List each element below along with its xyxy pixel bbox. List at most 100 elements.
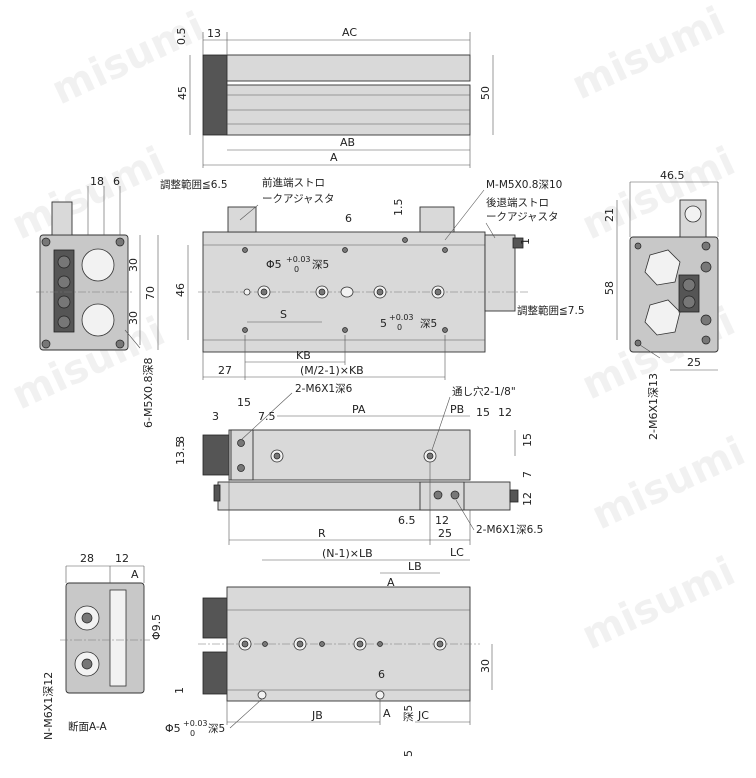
dim-A-bottom: A: [383, 707, 391, 720]
dim-A-section: A: [131, 568, 139, 581]
dim-6-bottom: 6: [378, 668, 385, 681]
label-adjust-range-left: 調整範囲≦6.5: [160, 178, 228, 191]
dim-21: 21: [603, 208, 616, 222]
right-end-body: [629, 236, 719, 353]
dim-AC: AC: [342, 26, 357, 39]
dim-5-depth: 深5: [420, 318, 437, 330]
phi5-bottom-tol-top: +0.03: [183, 719, 208, 728]
rear-adjuster: [484, 234, 516, 312]
dim-27: 27: [218, 364, 232, 377]
top-view-end-plate: [202, 54, 228, 136]
watermark: misumi: [575, 548, 742, 659]
label-rear-stroke-1: 後退端ストロ: [486, 196, 549, 209]
label-2-m6-6-5: 2-M6X1深6.5: [476, 524, 543, 536]
dim-12-section: 12: [115, 552, 129, 565]
watermark: misumi: [5, 138, 172, 249]
dim-6-main: 6: [345, 212, 352, 225]
dim-12-side-c: 12: [435, 514, 449, 527]
right-end-view: 46.5 21 58 25 2-M6X1深13: [603, 169, 719, 440]
phi5-bottom-depth: 深5: [208, 723, 225, 735]
dim-3: 3: [212, 410, 219, 423]
dim-KB: KB: [296, 349, 311, 362]
dim-LC: LC: [450, 546, 464, 559]
dim-A: A: [330, 151, 338, 164]
label-n-m6: N-M6X1深12: [42, 672, 55, 740]
dim-30-upper: 30: [127, 258, 140, 272]
dim-5-bottom: 5: [402, 750, 415, 757]
phi5-tol-top: +0.03: [286, 255, 311, 264]
dim-PB: PB: [450, 403, 464, 416]
dim-R: R: [318, 527, 326, 540]
dim-M-KB: (M/2-1)×KB: [300, 364, 364, 377]
bottom-view: (N-1)×LB LC LB A 30 6 1 Φ5 +0.03 0 深5 JB…: [165, 546, 493, 757]
label-m-m5: M-M5X0.8深10: [486, 179, 562, 191]
dim-6-5: 6.5: [398, 514, 416, 527]
dim-S: S: [280, 308, 287, 321]
dim-LB: LB: [408, 560, 422, 573]
dim-15-side-c: 15: [521, 433, 534, 447]
dim-25-right: 25: [687, 356, 701, 369]
phi5-bottom: Φ5: [165, 722, 181, 735]
dim-JC: JC: [417, 709, 429, 722]
dim-30-lower: 30: [127, 311, 140, 325]
dim-5-tol-top: +0.03: [389, 313, 414, 322]
label-front-stroke-1: 前進端ストロ: [262, 176, 325, 189]
dim-15-side-b: 15: [476, 406, 490, 419]
dim-46: 46: [174, 283, 187, 297]
watermark: misumi: [585, 428, 752, 539]
rear-adjuster-body: [419, 206, 455, 233]
dim-15-side: 15: [237, 396, 251, 409]
dim-6: 6: [113, 175, 120, 188]
dim-1-bottom: 1: [173, 687, 186, 694]
left-end-port-block: [53, 249, 75, 333]
dim-0-5: 0.5: [175, 28, 188, 46]
dim-7: 7: [521, 471, 534, 478]
top-view: 13 AC 0.5 45 50 AB A: [175, 26, 494, 168]
label-rear-stroke-2: ークアジャスタ: [486, 211, 559, 223]
side-end-plate: [202, 434, 230, 476]
dim-5-bottom-depth: 深5: [403, 705, 415, 722]
dim-PA: PA: [352, 403, 366, 416]
dim-AB: AB: [340, 136, 355, 149]
front-adjuster: [227, 206, 257, 233]
label-2-m6-6: 2-M6X1深6: [295, 383, 353, 395]
dim-30-bottom: 30: [479, 659, 492, 673]
dim-45: 45: [176, 86, 189, 100]
label-front-stroke-2: ークアジャスタ: [262, 193, 335, 205]
bottom-end-plate-lower: [202, 651, 228, 695]
left-end-body: [39, 234, 129, 351]
dim-58: 58: [603, 281, 616, 295]
left-end-view: 18 6 30 30 70 6-M5X0.8深8: [36, 175, 159, 428]
dim-1-5: 1.5: [392, 199, 405, 217]
section-caption: 断面A-A: [68, 720, 108, 733]
dim-7-5: 7.5: [258, 410, 276, 423]
dim-46-5: 46.5: [660, 169, 685, 182]
label-2-m6-13: 2-M6X1深13: [647, 373, 660, 440]
dim-JB: JB: [311, 709, 323, 722]
phi5-bottom-tol-bot: 0: [190, 729, 195, 738]
side-body: [217, 481, 511, 511]
dim-8: 8: [174, 436, 187, 443]
phi9-5: Φ9.5: [150, 614, 163, 640]
dim-25-side: 25: [438, 527, 452, 540]
side-view: 2-M6X1深6 15 3 7.5 PA 通し穴2-1/8" PB 15 12 …: [174, 383, 543, 545]
label-adjust-range-right: 調整範囲≦7.5: [517, 304, 585, 317]
dim-50: 50: [479, 86, 492, 100]
dim-N-LB: (N-1)×LB: [322, 547, 373, 560]
main-view: 調整範囲≦6.5 前進端ストロ ークアジャスタ M-M5X0.8深10 後退端ス…: [160, 176, 585, 380]
label-through-hole: 通し穴2-1/8": [452, 385, 516, 398]
dim-18: 18: [90, 175, 104, 188]
dim-A-top: A: [387, 576, 395, 589]
dim-12-side: 12: [498, 406, 512, 419]
phi5-depth: 深5: [312, 259, 329, 271]
left-end-adjuster: [51, 201, 73, 236]
watermark: misumi: [575, 138, 742, 249]
top-view-table: [226, 54, 471, 82]
dim-5-tol-bot: 0: [397, 323, 402, 332]
dim-28: 28: [80, 552, 94, 565]
dim-5: 5: [380, 317, 387, 330]
phi5-label: Φ5: [266, 258, 282, 271]
dim-70: 70: [144, 286, 157, 300]
section-view: 28 12 A Φ9.5 N-M6X1深12 断面A-A: [42, 552, 163, 740]
